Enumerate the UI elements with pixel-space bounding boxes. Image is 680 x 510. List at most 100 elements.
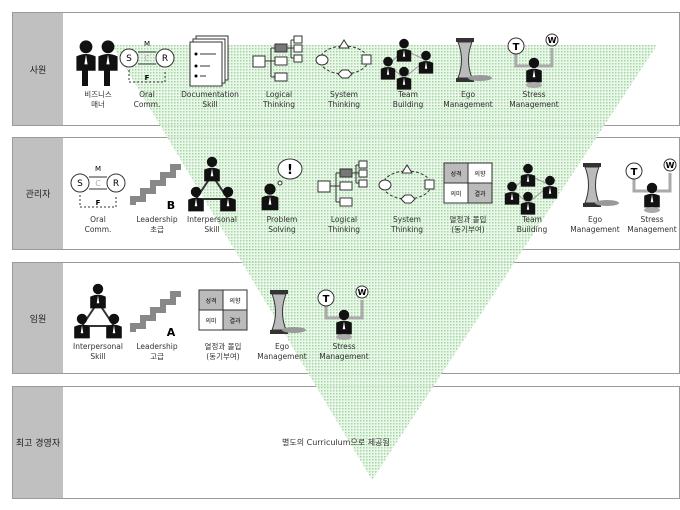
svg-text:W: W <box>666 161 675 170</box>
skill-caption: Stress Management <box>627 215 677 234</box>
svg-text:M: M <box>144 40 150 48</box>
skill-item: Logical Thinking <box>244 30 314 110</box>
svg-text:결과: 결과 <box>474 190 486 198</box>
row-label: 최고 경영자 <box>13 387 63 498</box>
svg-text:F: F <box>145 74 150 82</box>
skill-caption: Oral Comm. <box>133 90 161 109</box>
skill-item: System Thinking <box>372 155 442 235</box>
svg-text:R: R <box>113 179 119 189</box>
tree-icon <box>309 155 379 215</box>
skill-caption: Interpersonal Skill <box>187 215 237 234</box>
skill-item: Documentation Skill <box>175 30 245 110</box>
skill-item: Team Building <box>497 155 567 235</box>
skill-item: ! Problem Solving <box>247 155 317 235</box>
svg-text:T: T <box>631 167 638 178</box>
skill-item: System Thinking <box>309 30 379 110</box>
svg-text:T: T <box>323 294 330 305</box>
skill-caption: Problem Solving <box>266 215 298 234</box>
ceo-note: 별도의 Curriculum으로 제공됨 <box>282 438 390 447</box>
skill-item: A Leadership 고급 <box>122 282 192 362</box>
skill-caption: Stress Management <box>509 90 559 109</box>
stairs-icon: B <box>122 155 192 215</box>
svg-text:성격: 성격 <box>205 297 216 305</box>
cycle-icon <box>309 30 379 90</box>
skill-item: Ego Management <box>560 155 630 235</box>
skill-caption: Team Building <box>516 215 548 234</box>
svg-text:W: W <box>358 288 367 297</box>
skill-caption: Ego Management <box>570 215 620 234</box>
team-icon <box>497 155 567 215</box>
svg-text:성격: 성격 <box>450 170 461 178</box>
skill-item: Logical Thinking <box>309 155 379 235</box>
skill-caption: System Thinking <box>390 215 424 234</box>
hourglass-icon <box>560 155 630 215</box>
svg-text:W: W <box>548 36 557 45</box>
skill-caption: Leadership 초급 <box>136 215 178 234</box>
skill-item: B Leadership 초급 <box>122 155 192 235</box>
row-label: 사원 <box>13 13 63 125</box>
svg-text:S: S <box>77 179 83 189</box>
skill-caption: 열정과 몰입 (동기부여) <box>204 342 242 361</box>
skill-caption: System Thinking <box>327 90 361 109</box>
svg-text:B: B <box>167 199 175 212</box>
svg-text:F: F <box>96 199 101 207</box>
svg-text:의향: 의향 <box>474 170 486 178</box>
skill-caption: 열정과 몰입 (동기부여) <box>449 215 487 234</box>
svg-text:T: T <box>513 42 520 53</box>
hourglass-icon <box>247 282 317 342</box>
skill-caption: Interpersonal Skill <box>73 342 123 361</box>
hourglass-icon <box>433 30 503 90</box>
skill-caption: Logical Thinking <box>327 215 361 234</box>
svg-text:의미: 의미 <box>205 317 216 325</box>
tree-icon <box>244 30 314 90</box>
skill-caption: Logical Thinking <box>262 90 296 109</box>
skill-item: Ego Management <box>433 30 503 110</box>
skill-item: 비즈니스 매너 <box>63 30 133 110</box>
cycle-icon <box>372 155 442 215</box>
svg-text:A: A <box>167 326 176 339</box>
svg-text:의미: 의미 <box>450 190 461 198</box>
skill-caption: Documentation Skill <box>181 90 239 109</box>
skill-caption: Ego Management <box>257 342 307 361</box>
skill-caption: Oral Comm. <box>84 215 112 234</box>
skill-item: Team Building <box>373 30 443 110</box>
team-icon <box>373 30 443 90</box>
skill-caption: 비즈니스 매너 <box>84 90 112 109</box>
row-label: 관리자 <box>13 138 63 249</box>
svg-text:R: R <box>162 54 168 64</box>
svg-text:의향: 의향 <box>229 297 241 305</box>
document-icon <box>175 30 245 90</box>
skill-caption: Ego Management <box>443 90 493 109</box>
svg-text:!: ! <box>287 163 293 178</box>
skill-item: Interpersonal Skill <box>63 282 133 362</box>
svg-text:C: C <box>95 179 101 188</box>
problem-icon: ! <box>247 155 317 215</box>
stairs-icon: A <box>122 282 192 342</box>
skill-caption: Team Building <box>392 90 424 109</box>
skill-caption: Leadership 고급 <box>136 342 178 361</box>
triangle-people-icon <box>63 282 133 342</box>
svg-text:S: S <box>126 54 132 64</box>
handshake-icon <box>63 30 133 90</box>
svg-text:결과: 결과 <box>229 317 241 325</box>
svg-text:C: C <box>144 54 150 63</box>
skill-caption: Stress Management <box>319 342 369 361</box>
skill-item: Ego Management <box>247 282 317 362</box>
triangle-people-icon <box>177 155 247 215</box>
skill-item: Interpersonal Skill <box>177 155 247 235</box>
svg-text:M: M <box>95 165 101 173</box>
row-label: 임원 <box>13 263 63 373</box>
